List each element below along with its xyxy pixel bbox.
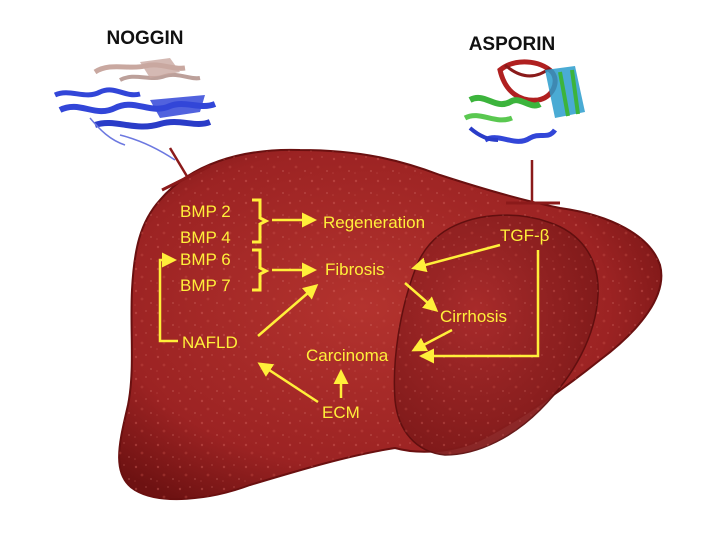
node-tgf-beta: TGF-β xyxy=(500,226,550,245)
asporin-inhibitor-symbol xyxy=(506,160,560,205)
arrow-nafld-to-bmp6 xyxy=(158,252,178,343)
noggin-title: NOGGIN xyxy=(106,28,183,49)
bracket-bmp2-bmp4 xyxy=(252,198,270,244)
noggin-inhibitor-symbol xyxy=(161,147,211,192)
node-labels: BMP 2 BMP 4 BMP 6 BMP 7 Regeneration Fib… xyxy=(180,202,550,422)
node-bmp6: BMP 6 xyxy=(180,250,231,269)
node-regeneration: Regeneration xyxy=(323,213,425,232)
noggin-protein-structure-icon xyxy=(53,58,217,161)
node-carcinoma: Carcinoma xyxy=(306,346,389,365)
liver-right-lobe-texture xyxy=(394,215,599,455)
bmp-brackets xyxy=(252,198,270,292)
arrow-ecm-to-nafld xyxy=(257,362,319,404)
pathway-arrows xyxy=(158,212,540,404)
node-bmp7: BMP 7 xyxy=(180,276,231,295)
arrow-tgfb-to-carcinoma xyxy=(419,250,540,364)
arrow-tgfb-to-fibrosis xyxy=(411,243,501,273)
asporin-protein-structure-icon xyxy=(463,59,585,144)
arrow-fibrosis-to-cirrhosis xyxy=(404,282,439,312)
node-nafld: NAFLD xyxy=(182,333,238,352)
node-cirrhosis: Cirrhosis xyxy=(440,307,507,326)
node-bmp2: BMP 2 xyxy=(180,202,231,221)
arrow-cirrhosis-to-carcinoma xyxy=(411,328,453,352)
node-bmp4: BMP 4 xyxy=(180,228,231,247)
bracket-bmp6-bmp7 xyxy=(252,248,270,292)
node-ecm: ECM xyxy=(322,403,360,422)
node-fibrosis: Fibrosis xyxy=(325,260,385,279)
liver-illustration xyxy=(118,148,663,501)
asporin-title: ASPORIN xyxy=(469,34,556,55)
arrow-nafld-to-fibrosis xyxy=(257,284,319,337)
